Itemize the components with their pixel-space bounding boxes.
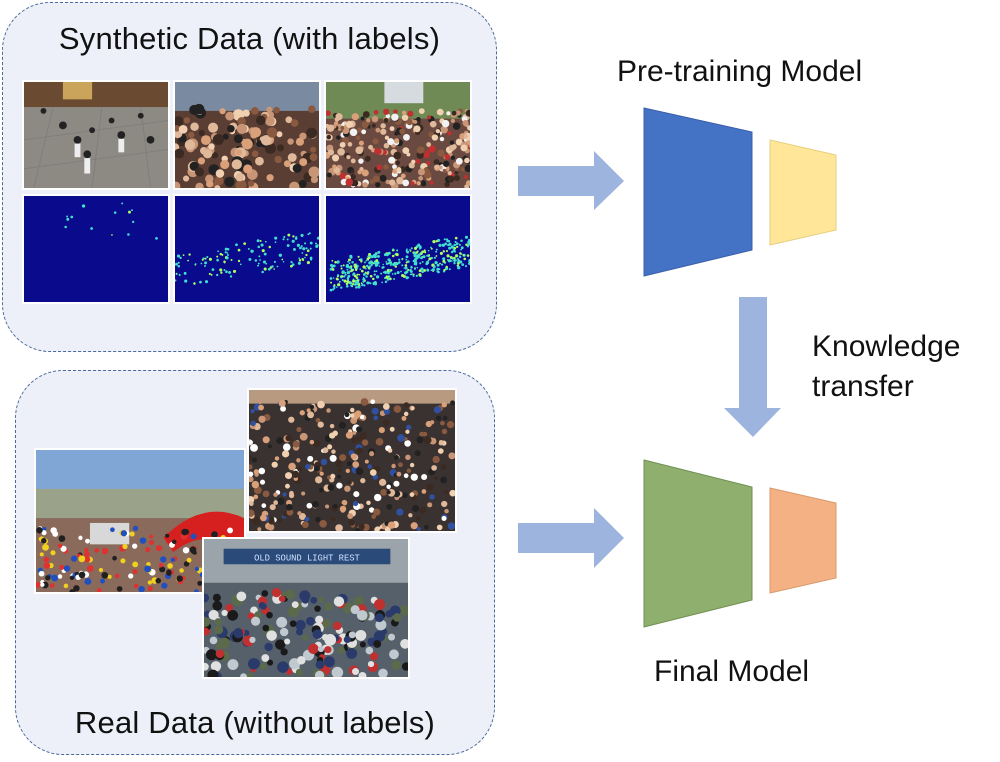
final-head-shape (769, 487, 837, 594)
real-crowd-image-stadium (247, 388, 457, 533)
density-map-medium (173, 194, 321, 304)
real-data-title: Real Data (without labels) (74, 705, 436, 740)
density-map-dense (324, 194, 472, 304)
knowledge-transfer-label-line1: Knowledge (812, 330, 961, 363)
stadium-sign-text: OLD SOUND LIGHT REST (254, 553, 360, 563)
synthetic-data-title: Synthetic Data (with labels) (58, 21, 441, 56)
pretraining-encoder-shape (643, 107, 753, 277)
final-model-label: Final Model (654, 655, 810, 688)
arrow-synthetic-to-pretraining (518, 151, 624, 210)
real-crowd-image-snow: OLD SOUND LIGHT REST (202, 537, 410, 679)
pretraining-head-shape (769, 139, 837, 246)
synthetic-crowd-image-sparse (22, 80, 170, 190)
arrow-knowledge-transfer (724, 297, 781, 437)
knowledge-transfer-label-line2: transfer (812, 370, 914, 403)
arrow-real-to-final (518, 508, 624, 568)
pretraining-model-label: Pre-training Model (617, 55, 863, 88)
final-encoder-shape (643, 459, 753, 628)
synthetic-crowd-image-dense (324, 80, 472, 190)
density-map-sparse (22, 194, 170, 304)
synthetic-crowd-image-medium (173, 80, 321, 190)
